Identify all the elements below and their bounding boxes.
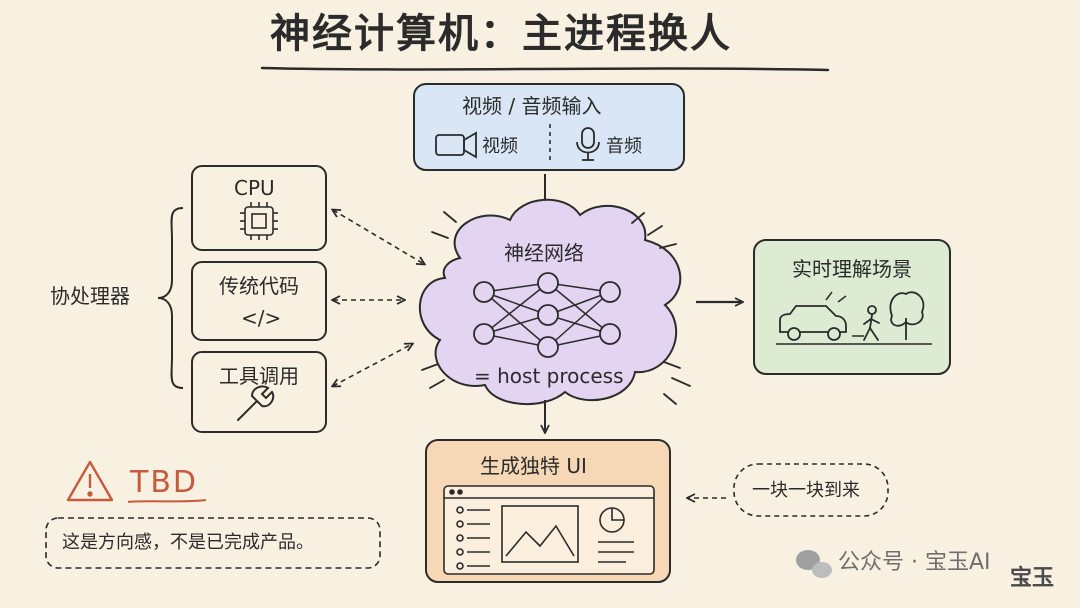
arrow-cpu-network [333, 210, 424, 264]
piece-pill [733, 463, 889, 517]
watermark-text: 公众号 · 宝玉AI [838, 550, 991, 575]
scene-title: 实时理解场景 [792, 257, 912, 281]
wechat-icon [796, 550, 832, 578]
network-subtitle: = host process [474, 364, 624, 388]
audio-label: 音频 [606, 136, 642, 157]
tree-icon [889, 291, 925, 340]
coprocessor-brace [157, 207, 184, 389]
car-icon [779, 305, 847, 341]
neural-nodes [473, 272, 621, 358]
warning-icon [66, 460, 114, 502]
cpu-label: CPU [234, 176, 275, 200]
input-title: 视频 / 音频输入 [462, 94, 602, 118]
coprocessor-label: 协处理器 [50, 284, 130, 308]
code-symbol: </> [241, 306, 282, 330]
note-box [45, 517, 381, 569]
tbd-note: 这是方向感，不是已完成产品。 [62, 532, 314, 553]
title-underline [260, 66, 830, 72]
video-label: 视频 [482, 136, 518, 157]
arrow-tools-network [333, 344, 412, 386]
chip-icon [240, 202, 278, 240]
ui-mockup-icon [443, 485, 655, 575]
tools-label: 工具调用 [219, 364, 299, 388]
tools-box [191, 351, 327, 433]
legacy-code-box [191, 261, 327, 341]
tbd-underline [127, 499, 207, 503]
ui-title: 生成独特 UI [480, 454, 587, 478]
cpu-box [191, 165, 327, 251]
microphone-icon [576, 127, 600, 161]
pedestrian-icon [863, 305, 880, 341]
motion-lines [825, 291, 864, 337]
page-title: 神经计算机：主进程换人 [270, 11, 732, 57]
cloud-rays [421, 211, 691, 405]
tbd-label: TBD [130, 465, 199, 500]
legacy-code-label: 传统代码 [219, 274, 299, 298]
piece-label: 一块一块到来 [752, 480, 860, 501]
network-title: 神经网络 [504, 241, 584, 265]
video-camera-icon [435, 131, 477, 159]
wrench-icon [237, 385, 275, 421]
network-cloud [418, 198, 682, 406]
watermark-corner: 宝玉 [1010, 566, 1055, 591]
scene-box [753, 239, 951, 375]
input-box [413, 83, 685, 171]
